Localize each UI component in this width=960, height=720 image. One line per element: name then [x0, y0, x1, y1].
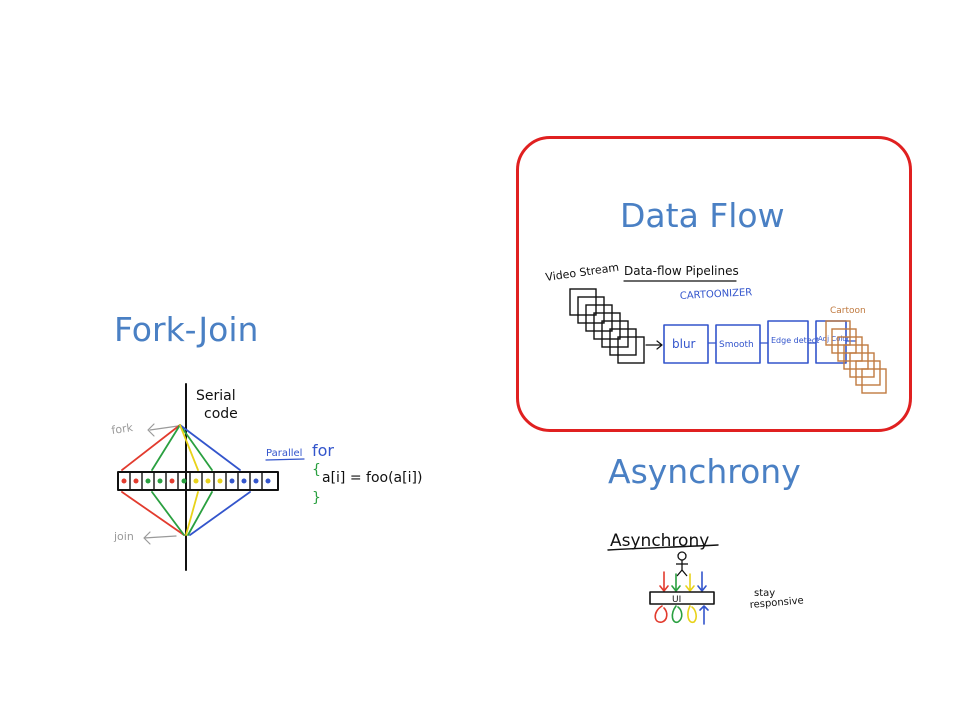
code-label: code — [204, 406, 238, 422]
stage-edge-detect — [767, 320, 809, 364]
fork-arrow — [147, 423, 179, 437]
parallel-label: Parallel — [266, 448, 302, 459]
stage-smooth-label: Smooth — [719, 340, 754, 350]
pipeline-title: Data-flow Pipelines — [624, 264, 739, 278]
serial-label: Serial — [196, 388, 236, 404]
cartoon-frames — [825, 320, 887, 394]
fork-join-title: Fork-Join — [114, 310, 259, 349]
array-strip — [117, 471, 279, 491]
close-brace: } — [312, 490, 321, 506]
open-brace: { — [312, 462, 321, 478]
video-stream-label: Video Stream — [545, 261, 620, 284]
stage-blur — [663, 324, 709, 364]
fork-label: fork — [111, 421, 135, 437]
video-frames — [569, 288, 645, 364]
join-label: join — [113, 530, 134, 543]
asynchrony-sketch: Asynchrony UI stay responsive — [607, 531, 804, 625]
stage-edge-detect-label: Edge detect — [771, 336, 819, 345]
asynchrony-title: Asynchrony — [608, 452, 801, 491]
cartoon-label: Cartoon — [830, 306, 866, 316]
loop-statement: a[i] = foo(a[i]) — [322, 470, 422, 486]
data-flow-sketch: Video Stream Data-flow Pipelines CARTOON… — [545, 261, 887, 394]
fork-join-sketch: Serial code fork join Parallel for { a[i… — [111, 383, 422, 571]
stage-smooth — [715, 324, 761, 364]
cartoonizer-label: CARTOONIZER — [680, 287, 753, 302]
stage-adj-color-label: Adj Color — [818, 335, 850, 343]
stage-blur-label: blur — [672, 337, 696, 351]
data-flow-title: Data Flow — [620, 196, 785, 235]
stay-label: stay — [754, 588, 775, 599]
data-flow-highlight-box — [516, 136, 912, 432]
for-keyword: for — [312, 441, 334, 460]
ui-bar — [649, 591, 715, 605]
user-figure-icon — [676, 551, 688, 577]
join-arrow — [143, 531, 177, 545]
responsive-label: responsive — [749, 595, 804, 611]
ui-label: UI — [672, 595, 681, 605]
